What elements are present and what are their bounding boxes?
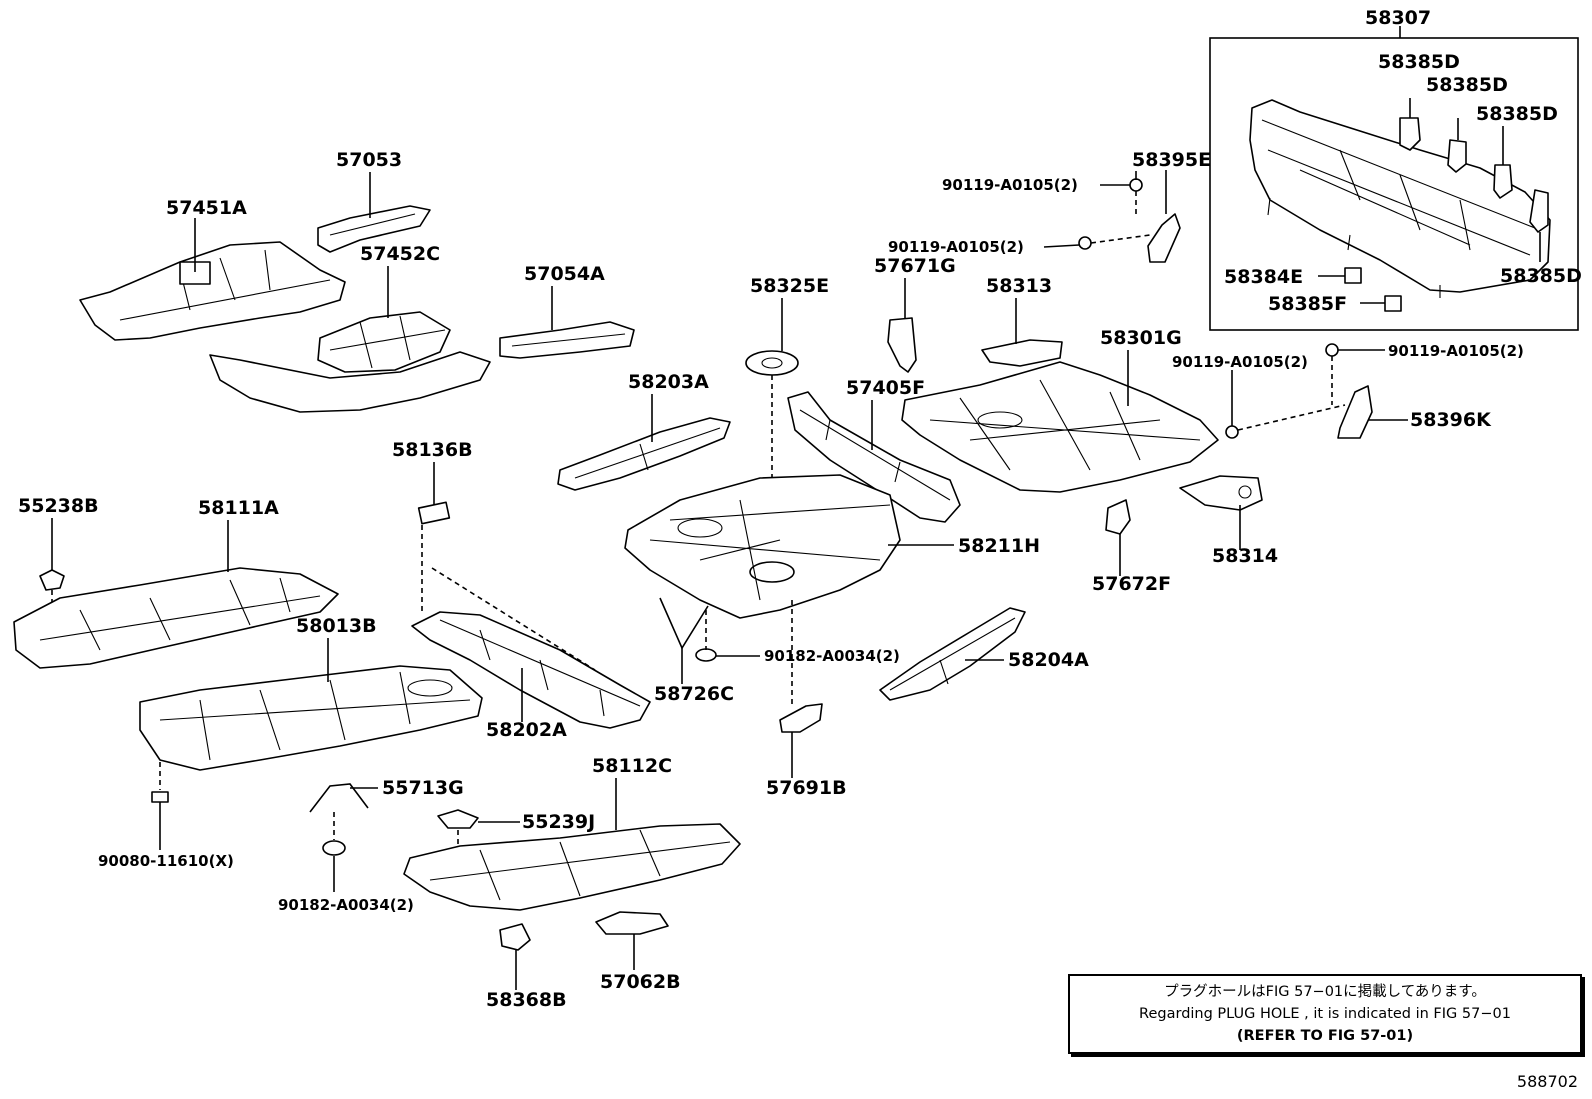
bracket-58385D-c[interactable] xyxy=(1493,164,1513,199)
label-57691B: 57691B xyxy=(766,777,847,799)
label-58385D-a: 58385D xyxy=(1378,51,1460,73)
label-57062B: 57062B xyxy=(600,971,681,993)
label-57405F: 57405F xyxy=(846,377,925,399)
bracket-57672F[interactable] xyxy=(1105,499,1131,535)
pad-55239J[interactable] xyxy=(437,809,479,829)
cap-58325E[interactable] xyxy=(745,350,799,376)
reinforcement-58203A[interactable] xyxy=(557,417,731,491)
label-57054A: 57054A xyxy=(524,263,605,285)
assembly-group-box xyxy=(1209,37,1579,331)
bracket-58385D-d[interactable] xyxy=(1529,189,1549,233)
label-90182-a: 90182-A0034(2) xyxy=(764,647,900,665)
rear-panel-part[interactable] xyxy=(1249,99,1551,298)
nut-90182-b[interactable] xyxy=(322,840,346,856)
label-58385D-c: 58385D xyxy=(1476,103,1558,125)
label-90119-b: 90119-A0105(2) xyxy=(888,238,1024,256)
label-90119-c: 90119-A0105(2) xyxy=(1388,342,1524,360)
bracket-57671G[interactable] xyxy=(887,317,917,373)
bracket-58385D-a[interactable] xyxy=(1399,117,1421,151)
label-58395E: 58395E xyxy=(1132,149,1211,171)
front-cross-member-57451A[interactable] xyxy=(79,241,346,341)
label-58111A: 58111A xyxy=(198,497,279,519)
note-line-reference: (REFER TO FIG 57-01) xyxy=(1236,1028,1414,1044)
label-58726C: 58726C xyxy=(654,683,734,705)
label-58314: 58314 xyxy=(1212,545,1278,567)
member-57054A[interactable] xyxy=(499,321,635,359)
bracket-58314[interactable] xyxy=(1179,475,1263,511)
label-58301G: 58301G xyxy=(1100,327,1182,349)
label-55713G: 55713G xyxy=(382,777,464,799)
label-58368B: 58368B xyxy=(486,989,567,1011)
pad-58136B[interactable] xyxy=(417,501,451,525)
figure-id: 588702 xyxy=(1516,1072,1578,1091)
label-58325E: 58325E xyxy=(750,275,829,297)
label-58013B: 58013B xyxy=(296,615,377,637)
label-58112C: 58112C xyxy=(592,755,672,777)
under-cover-58111A[interactable] xyxy=(13,567,339,669)
label-58211H: 58211H xyxy=(958,535,1040,557)
label-58313: 58313 xyxy=(986,275,1052,297)
label-57451A: 57451A xyxy=(166,197,247,219)
label-90119-d: 90119-A0105(2) xyxy=(1172,353,1308,371)
label-58385F: 58385F xyxy=(1268,293,1347,315)
bolt-90119-a[interactable] xyxy=(1129,178,1143,192)
note-line-english: Regarding PLUG HOLE , it is indicated in… xyxy=(1139,1006,1511,1022)
rear-floor-58301G[interactable] xyxy=(901,361,1219,493)
label-90080: 90080-11610(X) xyxy=(98,852,234,870)
clip-55238B[interactable] xyxy=(39,569,65,591)
label-58396K: 58396K xyxy=(1410,409,1492,431)
label-58204A: 58204A xyxy=(1008,649,1089,671)
label-57672F: 57672F xyxy=(1092,573,1171,595)
label-55238B: 55238B xyxy=(18,495,99,517)
label-58202A: 58202A xyxy=(486,719,567,741)
label-58307: 58307 xyxy=(1365,7,1431,29)
front-floor-pan-58013B[interactable] xyxy=(139,665,483,771)
bolt-90119-c[interactable] xyxy=(1325,343,1339,357)
bolt-90080[interactable] xyxy=(151,791,169,822)
front-floor-member-57452C[interactable] xyxy=(209,311,491,413)
label-90182-b: 90182-A0034(2) xyxy=(278,896,414,914)
bracket-55713G[interactable] xyxy=(309,783,369,813)
pad-58385F[interactable] xyxy=(1384,295,1402,312)
bracket-57062B[interactable] xyxy=(595,911,669,935)
rear-floor-pan-58211H[interactable] xyxy=(624,474,901,619)
bracket-57691B[interactable] xyxy=(779,703,823,733)
bracket-58395E[interactable] xyxy=(1147,213,1181,263)
label-90119-a: 90119-A0105(2) xyxy=(942,176,1078,194)
note-line-japanese: プラグホールはFIG 57−01に掲載してあります。 xyxy=(1164,984,1486,1000)
bracket-58396K[interactable] xyxy=(1337,385,1373,439)
plug-hole-note: プラグホールはFIG 57−01に掲載してあります。 Regarding PLU… xyxy=(1068,974,1582,1054)
label-58385D-d: 58385D xyxy=(1500,265,1582,287)
cross-member-57405F[interactable] xyxy=(787,391,961,523)
nut-90182-a[interactable] xyxy=(695,648,717,662)
bolt-90119-b[interactable] xyxy=(1078,236,1092,250)
under-cover-58112C[interactable] xyxy=(403,823,741,911)
label-57053: 57053 xyxy=(336,149,402,171)
bracket-58313[interactable] xyxy=(981,339,1063,367)
side-member-58202A[interactable] xyxy=(411,611,651,729)
label-58136B: 58136B xyxy=(392,439,473,461)
bracket-58385D-b[interactable] xyxy=(1447,139,1467,173)
label-58203A: 58203A xyxy=(628,371,709,393)
pad-58368B[interactable] xyxy=(499,923,531,951)
reinforcement-58204A[interactable] xyxy=(879,607,1026,701)
label-57452C: 57452C xyxy=(360,243,440,265)
pad-58384E[interactable] xyxy=(1344,267,1362,284)
bolt-90119-d[interactable] xyxy=(1225,425,1239,439)
clamp-58726C[interactable] xyxy=(659,597,709,650)
label-58385D-b: 58385D xyxy=(1426,74,1508,96)
label-55239J: 55239J xyxy=(522,811,595,833)
label-58384E: 58384E xyxy=(1224,266,1303,288)
label-57671G: 57671G xyxy=(874,255,956,277)
